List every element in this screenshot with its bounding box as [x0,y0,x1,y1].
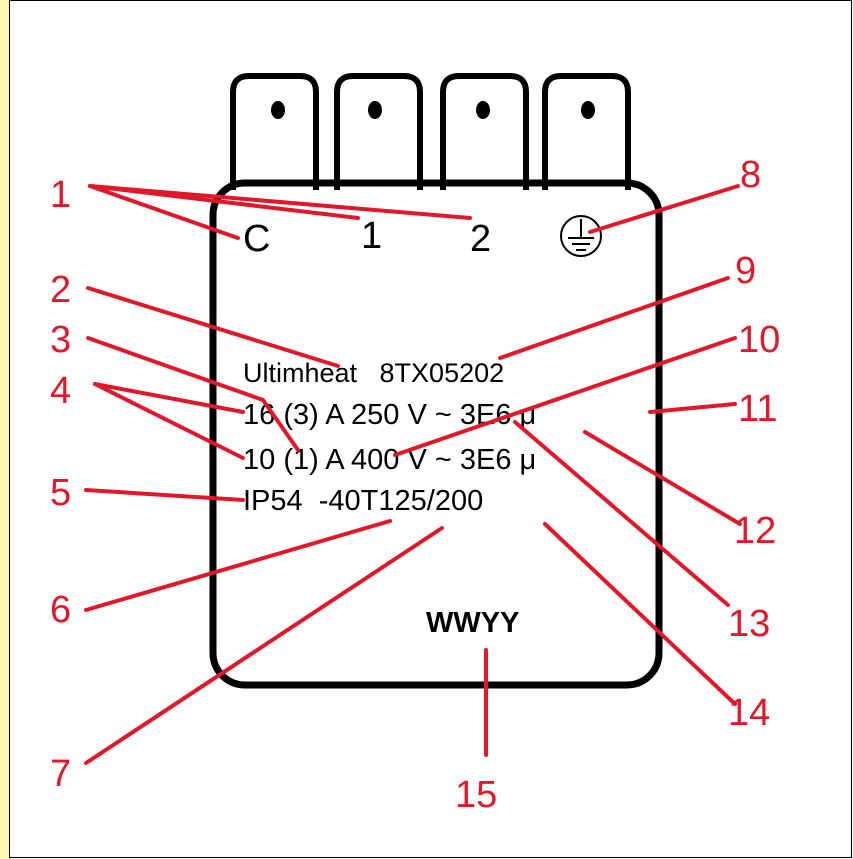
rating-line-250v: 16 (3) A 250 V ~ 3E6 μ [243,399,536,431]
rating-line-400v: 10 (1) A 400 V ~ 3E6 μ [243,444,536,476]
terminal-label-2: 2 [470,218,491,260]
brand-model-line: Ultimheat 8TX05202 [243,358,504,388]
terminal-label-1: 1 [361,215,382,257]
image-frame [9,0,852,858]
callout-11: 11 [738,388,777,430]
terminal-tab [334,73,423,190]
terminal-tab [542,73,631,190]
callout-2: 2 [50,269,71,311]
terminal-tabs [230,73,631,190]
callout-3: 3 [50,319,71,361]
callout-13: 13 [728,603,770,645]
callout-6: 6 [50,589,71,631]
callout-8: 8 [740,154,761,196]
callout-15: 15 [455,774,497,816]
callout-5: 5 [50,472,71,514]
callout-14: 14 [728,692,770,734]
terminal-tab [440,73,529,190]
callout-1: 1 [50,174,71,216]
protective-earth-icon [560,215,602,257]
callout-10: 10 [738,319,780,361]
callout-numbers: 1 2 3 4 5 6 7 8 9 10 11 12 13 14 15 [50,154,780,816]
callout-leaders [84,184,742,765]
callout-9: 9 [735,250,756,292]
terminal-label-c: C [243,218,270,260]
date-code: WWYY [426,607,519,639]
callout-12: 12 [734,510,776,552]
ip-temperature-line: IP54 -40T125/200 [243,485,483,517]
terminal-tab [230,73,319,190]
callout-4: 4 [50,370,71,412]
callout-7: 7 [50,753,71,795]
device-body [209,179,663,689]
